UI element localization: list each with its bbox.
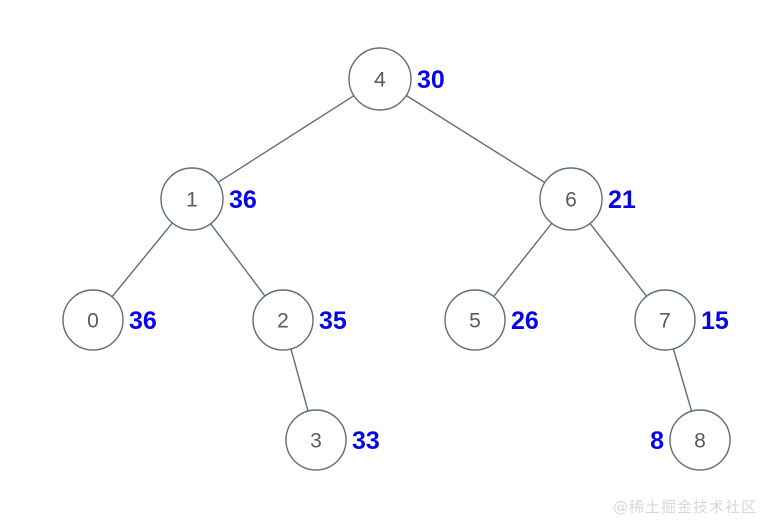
tree-edge-4-6 bbox=[405, 94, 546, 184]
tree-node-5[interactable]: 5 26 bbox=[444, 289, 539, 351]
node-value-label-0: 36 bbox=[129, 307, 157, 335]
node-circle-0[interactable] bbox=[62, 289, 124, 351]
node-value-label-2: 35 bbox=[319, 307, 347, 335]
node-id-label-4: 4 bbox=[374, 69, 386, 92]
tree-edge-1-0 bbox=[111, 222, 173, 298]
node-value-label-6: 21 bbox=[608, 186, 636, 214]
node-value-label-7: 15 bbox=[701, 307, 729, 335]
node-circle-6[interactable] bbox=[539, 167, 603, 231]
node-id-label-6: 6 bbox=[565, 189, 577, 212]
tree-node-4[interactable]: 4 30 bbox=[348, 47, 445, 111]
node-circle-5[interactable] bbox=[444, 289, 506, 351]
tree-node-8[interactable]: 88 bbox=[650, 409, 731, 471]
node-id-label-7: 7 bbox=[659, 310, 671, 333]
node-id-label-1: 1 bbox=[186, 189, 198, 212]
tree-edge-1-2 bbox=[210, 223, 266, 297]
node-id-label-5: 5 bbox=[469, 310, 481, 333]
tree-edge-2-3 bbox=[290, 348, 309, 412]
node-value-label-3: 33 bbox=[352, 427, 380, 455]
tree-node-7[interactable]: 7 15 bbox=[634, 289, 729, 351]
node-value-label-1: 36 bbox=[229, 186, 257, 214]
tree-node-0[interactable]: 0 36 bbox=[62, 289, 157, 351]
tree-edge-4-1 bbox=[217, 95, 355, 183]
edges-group bbox=[111, 94, 693, 412]
node-circle-7[interactable] bbox=[634, 289, 696, 351]
node-id-label-2: 2 bbox=[277, 310, 289, 333]
node-circle-3[interactable] bbox=[285, 409, 347, 471]
watermark-text: @稀土掘金技术社区 bbox=[612, 498, 757, 516]
node-circle-2[interactable] bbox=[252, 289, 314, 351]
node-circle-4[interactable] bbox=[348, 47, 412, 111]
tree-edge-6-5 bbox=[493, 222, 553, 297]
node-circle-8[interactable] bbox=[669, 409, 731, 471]
node-value-label-8: 8 bbox=[650, 427, 664, 455]
tree-node-1[interactable]: 1 36 bbox=[160, 167, 257, 231]
node-id-label-3: 3 bbox=[310, 430, 322, 453]
node-id-label-8: 8 bbox=[694, 430, 706, 453]
node-value-label-5: 26 bbox=[511, 307, 539, 335]
tree-node-6[interactable]: 6 21 bbox=[539, 167, 636, 231]
tree-edge-7-8 bbox=[672, 348, 693, 412]
tree-node-2[interactable]: 2 35 bbox=[252, 289, 347, 351]
tree-edge-6-7 bbox=[589, 223, 648, 297]
node-id-label-0: 0 bbox=[87, 310, 99, 333]
node-circle-1[interactable] bbox=[160, 167, 224, 231]
node-value-label-4: 30 bbox=[417, 66, 445, 94]
